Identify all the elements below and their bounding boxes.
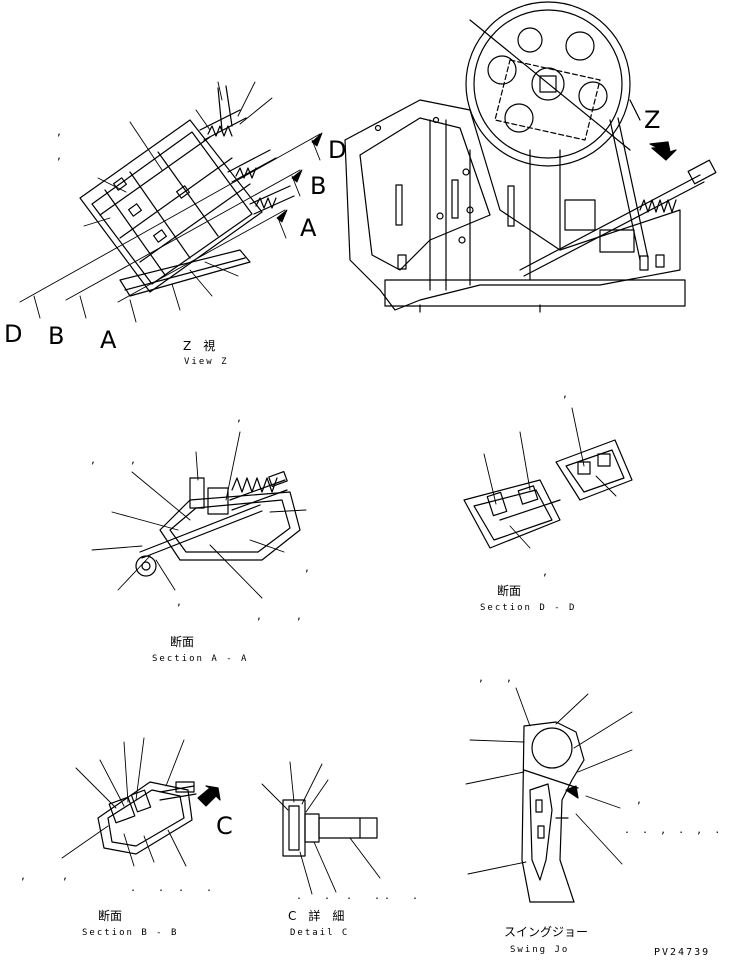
swing-jaw-dots-long: . . , . , . . xyxy=(624,825,734,836)
side-view-letter-d: D xyxy=(328,136,347,164)
detail-c-drawing xyxy=(261,761,381,895)
view-z-letter-d: D xyxy=(4,320,23,348)
section-bb-comma-1: , xyxy=(20,871,27,882)
detail-c-title-en: Detail C xyxy=(290,928,350,938)
swing-jaw-comma-1: , xyxy=(478,673,485,684)
swing-jaw-title-jp: スイングジョー xyxy=(504,925,589,939)
swing-jaw-drawing xyxy=(465,687,633,903)
section-aa-comma-5: , xyxy=(176,597,183,608)
section-dd-title-en: Section D - D xyxy=(480,603,577,613)
view-z-title-en: View Z xyxy=(184,357,229,367)
section-aa-comma-6: , xyxy=(256,611,263,622)
section-bb-dots-2: . . xyxy=(178,883,221,894)
section-aa-comma-7: , xyxy=(296,611,303,622)
part-number: PV24739 xyxy=(654,947,711,958)
section-aa-comma-4: , xyxy=(304,563,311,574)
view-z-letter-a: A xyxy=(100,326,117,354)
section-bb-drawing xyxy=(61,737,221,867)
section-aa-comma-2: , xyxy=(90,455,97,466)
detail-c-leaders xyxy=(261,761,381,895)
detail-c-title-jp: C 詳 細 xyxy=(288,909,345,923)
section-dd-drawing xyxy=(463,407,633,549)
view-z-assembly xyxy=(19,81,323,323)
side-view-letter-z: Z xyxy=(644,106,661,134)
section-aa-drawing xyxy=(91,431,307,599)
detail-c-dots: . . xyxy=(296,891,339,902)
section-dd-title-jp: 断面 xyxy=(497,584,522,598)
view-z-title-jp: Z 視 xyxy=(183,339,216,353)
section-bb-dots: . . xyxy=(130,883,173,894)
view-z-letter-b: B xyxy=(48,322,65,350)
view-z-section-lines xyxy=(19,132,323,323)
swing-jaw-comma-3: , xyxy=(636,795,643,806)
view-z-leaders xyxy=(83,81,273,311)
view-z-comma-2: , xyxy=(56,151,63,162)
section-bb-title-en: Section B - B xyxy=(82,928,179,938)
section-aa-comma-1: , xyxy=(236,413,243,424)
view-z-springs xyxy=(199,85,295,215)
section-bb-letter-c: C xyxy=(216,812,233,840)
detail-c-dots-3: . . xyxy=(384,891,427,902)
detail-c-dots-2: . . xyxy=(346,891,389,902)
side-view-crusher xyxy=(344,1,717,313)
view-z-comma-1: , xyxy=(56,127,63,138)
section-bb-leaders xyxy=(61,737,187,867)
section-dd-comma-1: , xyxy=(562,389,569,400)
swing-jaw-leaders xyxy=(465,687,633,875)
section-aa-leaders xyxy=(91,431,307,599)
section-dd-leaders xyxy=(483,407,617,549)
side-view-letter-a: A xyxy=(300,214,317,242)
section-dd-comma-2: , xyxy=(542,567,549,578)
section-aa-title-en: Section A - A xyxy=(152,654,249,664)
side-view-letter-b: B xyxy=(310,172,327,200)
section-aa-title-jp: 断面 xyxy=(170,635,195,649)
section-aa-comma-3: , xyxy=(130,455,137,466)
section-bb-comma-2: , xyxy=(62,871,69,882)
swing-jaw-comma-2: , xyxy=(506,673,513,684)
swing-jaw-title-en: Swing Jo xyxy=(510,945,570,955)
section-bb-title-jp: 断面 xyxy=(98,909,123,923)
